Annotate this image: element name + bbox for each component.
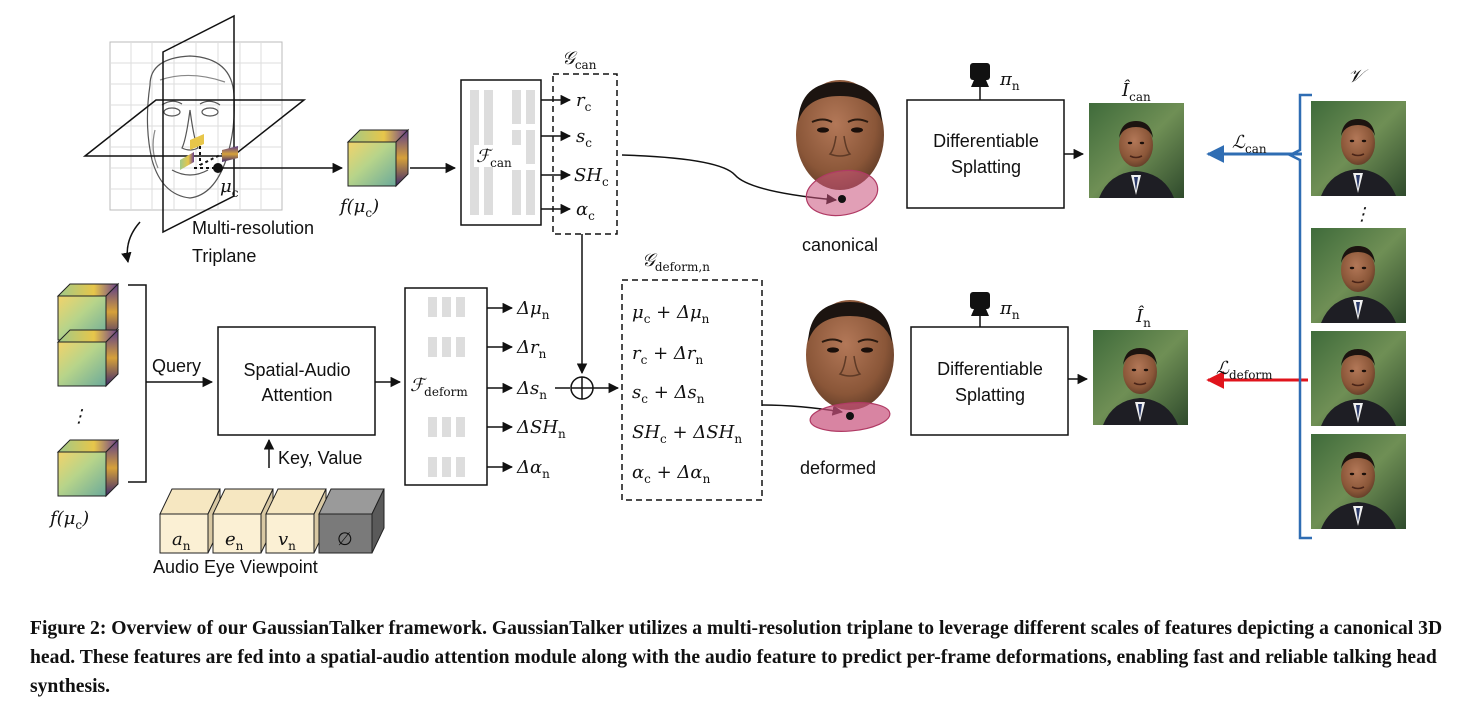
can-output-s: sc bbox=[576, 126, 592, 150]
triplane-label-line2: Triplane bbox=[192, 246, 256, 266]
pi-label-bottom: πn bbox=[999, 298, 1020, 322]
video-frame-3 bbox=[1310, 330, 1407, 427]
token-viewpoint: vn bbox=[278, 529, 296, 553]
stack-feature-label: f(μc) bbox=[48, 508, 89, 532]
feature-label: f(μc) bbox=[338, 196, 379, 220]
splatting-box-top bbox=[906, 99, 1065, 209]
g-deform-label: 𝒢deform,n bbox=[642, 250, 710, 274]
can-output-alpha: αc bbox=[576, 199, 595, 223]
deform-sum-s: sc + Δsn bbox=[632, 382, 705, 406]
figure-caption: Figure 2: Overview of our GaussianTalker… bbox=[30, 618, 1443, 697]
null-token-block bbox=[318, 488, 385, 554]
gcan-to-canonical-arrow bbox=[621, 154, 838, 205]
video-frames-dots: ⋮ bbox=[1353, 204, 1371, 225]
mu-c-label: μc bbox=[220, 176, 239, 200]
triplane-to-stack-arrow bbox=[121, 221, 141, 264]
cube-stack-bracket bbox=[128, 284, 147, 483]
token-audio: an bbox=[172, 529, 191, 553]
deformed-face-icon bbox=[805, 299, 895, 432]
token-eye: en bbox=[225, 529, 244, 553]
can-output-arrows bbox=[541, 94, 572, 215]
splatting-top-line2: Splatting bbox=[951, 157, 1021, 177]
cube-stack-dots: ⋮ bbox=[70, 406, 88, 427]
camera-icon-bottom bbox=[970, 292, 990, 316]
deformed-label: deformed bbox=[800, 458, 876, 478]
query-label: Query bbox=[152, 356, 201, 376]
i-can-label: Îcan bbox=[1121, 78, 1151, 104]
deform-output-arrows bbox=[487, 302, 514, 473]
g-can-label: 𝒢can bbox=[562, 48, 597, 72]
viewpoint-token-block bbox=[265, 488, 327, 554]
video-frame-2 bbox=[1310, 227, 1407, 324]
plus-node-icon bbox=[555, 376, 620, 400]
f-deform-label: ℱdeform bbox=[410, 375, 468, 399]
loss-can-label: ℒcan bbox=[1232, 132, 1267, 156]
video-frame-1 bbox=[1310, 100, 1407, 197]
f-can-label: ℱcan bbox=[476, 146, 512, 170]
canonical-face-icon bbox=[795, 79, 885, 217]
video-set-brace bbox=[1287, 93, 1312, 540]
feature-cube-icon bbox=[347, 129, 409, 187]
video-frame-4 bbox=[1310, 433, 1407, 530]
deform-sum-r: rc + Δrn bbox=[632, 343, 703, 367]
key-value-label: Key, Value bbox=[278, 448, 362, 468]
camera-icon-top bbox=[970, 63, 990, 87]
attention-label-line1: Spatial-Audio bbox=[243, 360, 350, 380]
deformed-render-image bbox=[1092, 329, 1189, 426]
deform-output-dalpha: Δαn bbox=[516, 457, 550, 481]
f-can-network bbox=[460, 79, 542, 226]
input-token-blocks bbox=[159, 488, 385, 554]
feature-cube-stack bbox=[57, 283, 119, 497]
splatting-top-line1: Differentiable bbox=[933, 131, 1039, 151]
can-output-r: rc bbox=[576, 90, 592, 114]
deform-sum-alpha: αc + Δαn bbox=[632, 462, 711, 486]
deform-output-dsh: ΔSHn bbox=[516, 417, 566, 441]
splatting-bottom-line1: Differentiable bbox=[937, 359, 1043, 379]
framework-diagram: μc Multi-resolution Triplane f(μc) ℱcan … bbox=[48, 14, 1407, 577]
splatting-box-bottom bbox=[910, 326, 1069, 436]
eye-token-block bbox=[212, 488, 274, 554]
splatting-bottom-line2: Splatting bbox=[955, 385, 1025, 405]
i-n-label: În bbox=[1135, 304, 1151, 330]
deform-output-dmu: Δμn bbox=[516, 298, 550, 322]
input-labels: Audio Eye Viewpoint bbox=[153, 557, 318, 577]
g-deform-box bbox=[621, 279, 763, 501]
deform-sum-sh: SHc + ΔSHn bbox=[632, 422, 742, 446]
deform-output-ds: Δsn bbox=[516, 378, 547, 402]
token-null: ∅ bbox=[337, 529, 353, 550]
deform-sum-mu: μc + Δμn bbox=[632, 302, 710, 326]
can-output-sh: SHc bbox=[574, 165, 609, 189]
multi-resolution-triplane bbox=[82, 14, 307, 234]
deform-output-dr: Δrn bbox=[516, 337, 547, 361]
video-set-label: 𝒱 bbox=[1348, 66, 1369, 87]
loss-deform-label: ℒdeform bbox=[1216, 358, 1273, 382]
pi-label-top: πn bbox=[999, 69, 1020, 93]
f-deform-network bbox=[404, 287, 488, 486]
canonical-label: canonical bbox=[802, 235, 878, 255]
spatial-audio-attention-box bbox=[217, 326, 376, 436]
canonical-render-image bbox=[1088, 102, 1185, 199]
triplane-label-line1: Multi-resolution bbox=[192, 218, 314, 238]
attention-label-line2: Attention bbox=[261, 385, 332, 405]
g-can-box bbox=[552, 73, 618, 235]
